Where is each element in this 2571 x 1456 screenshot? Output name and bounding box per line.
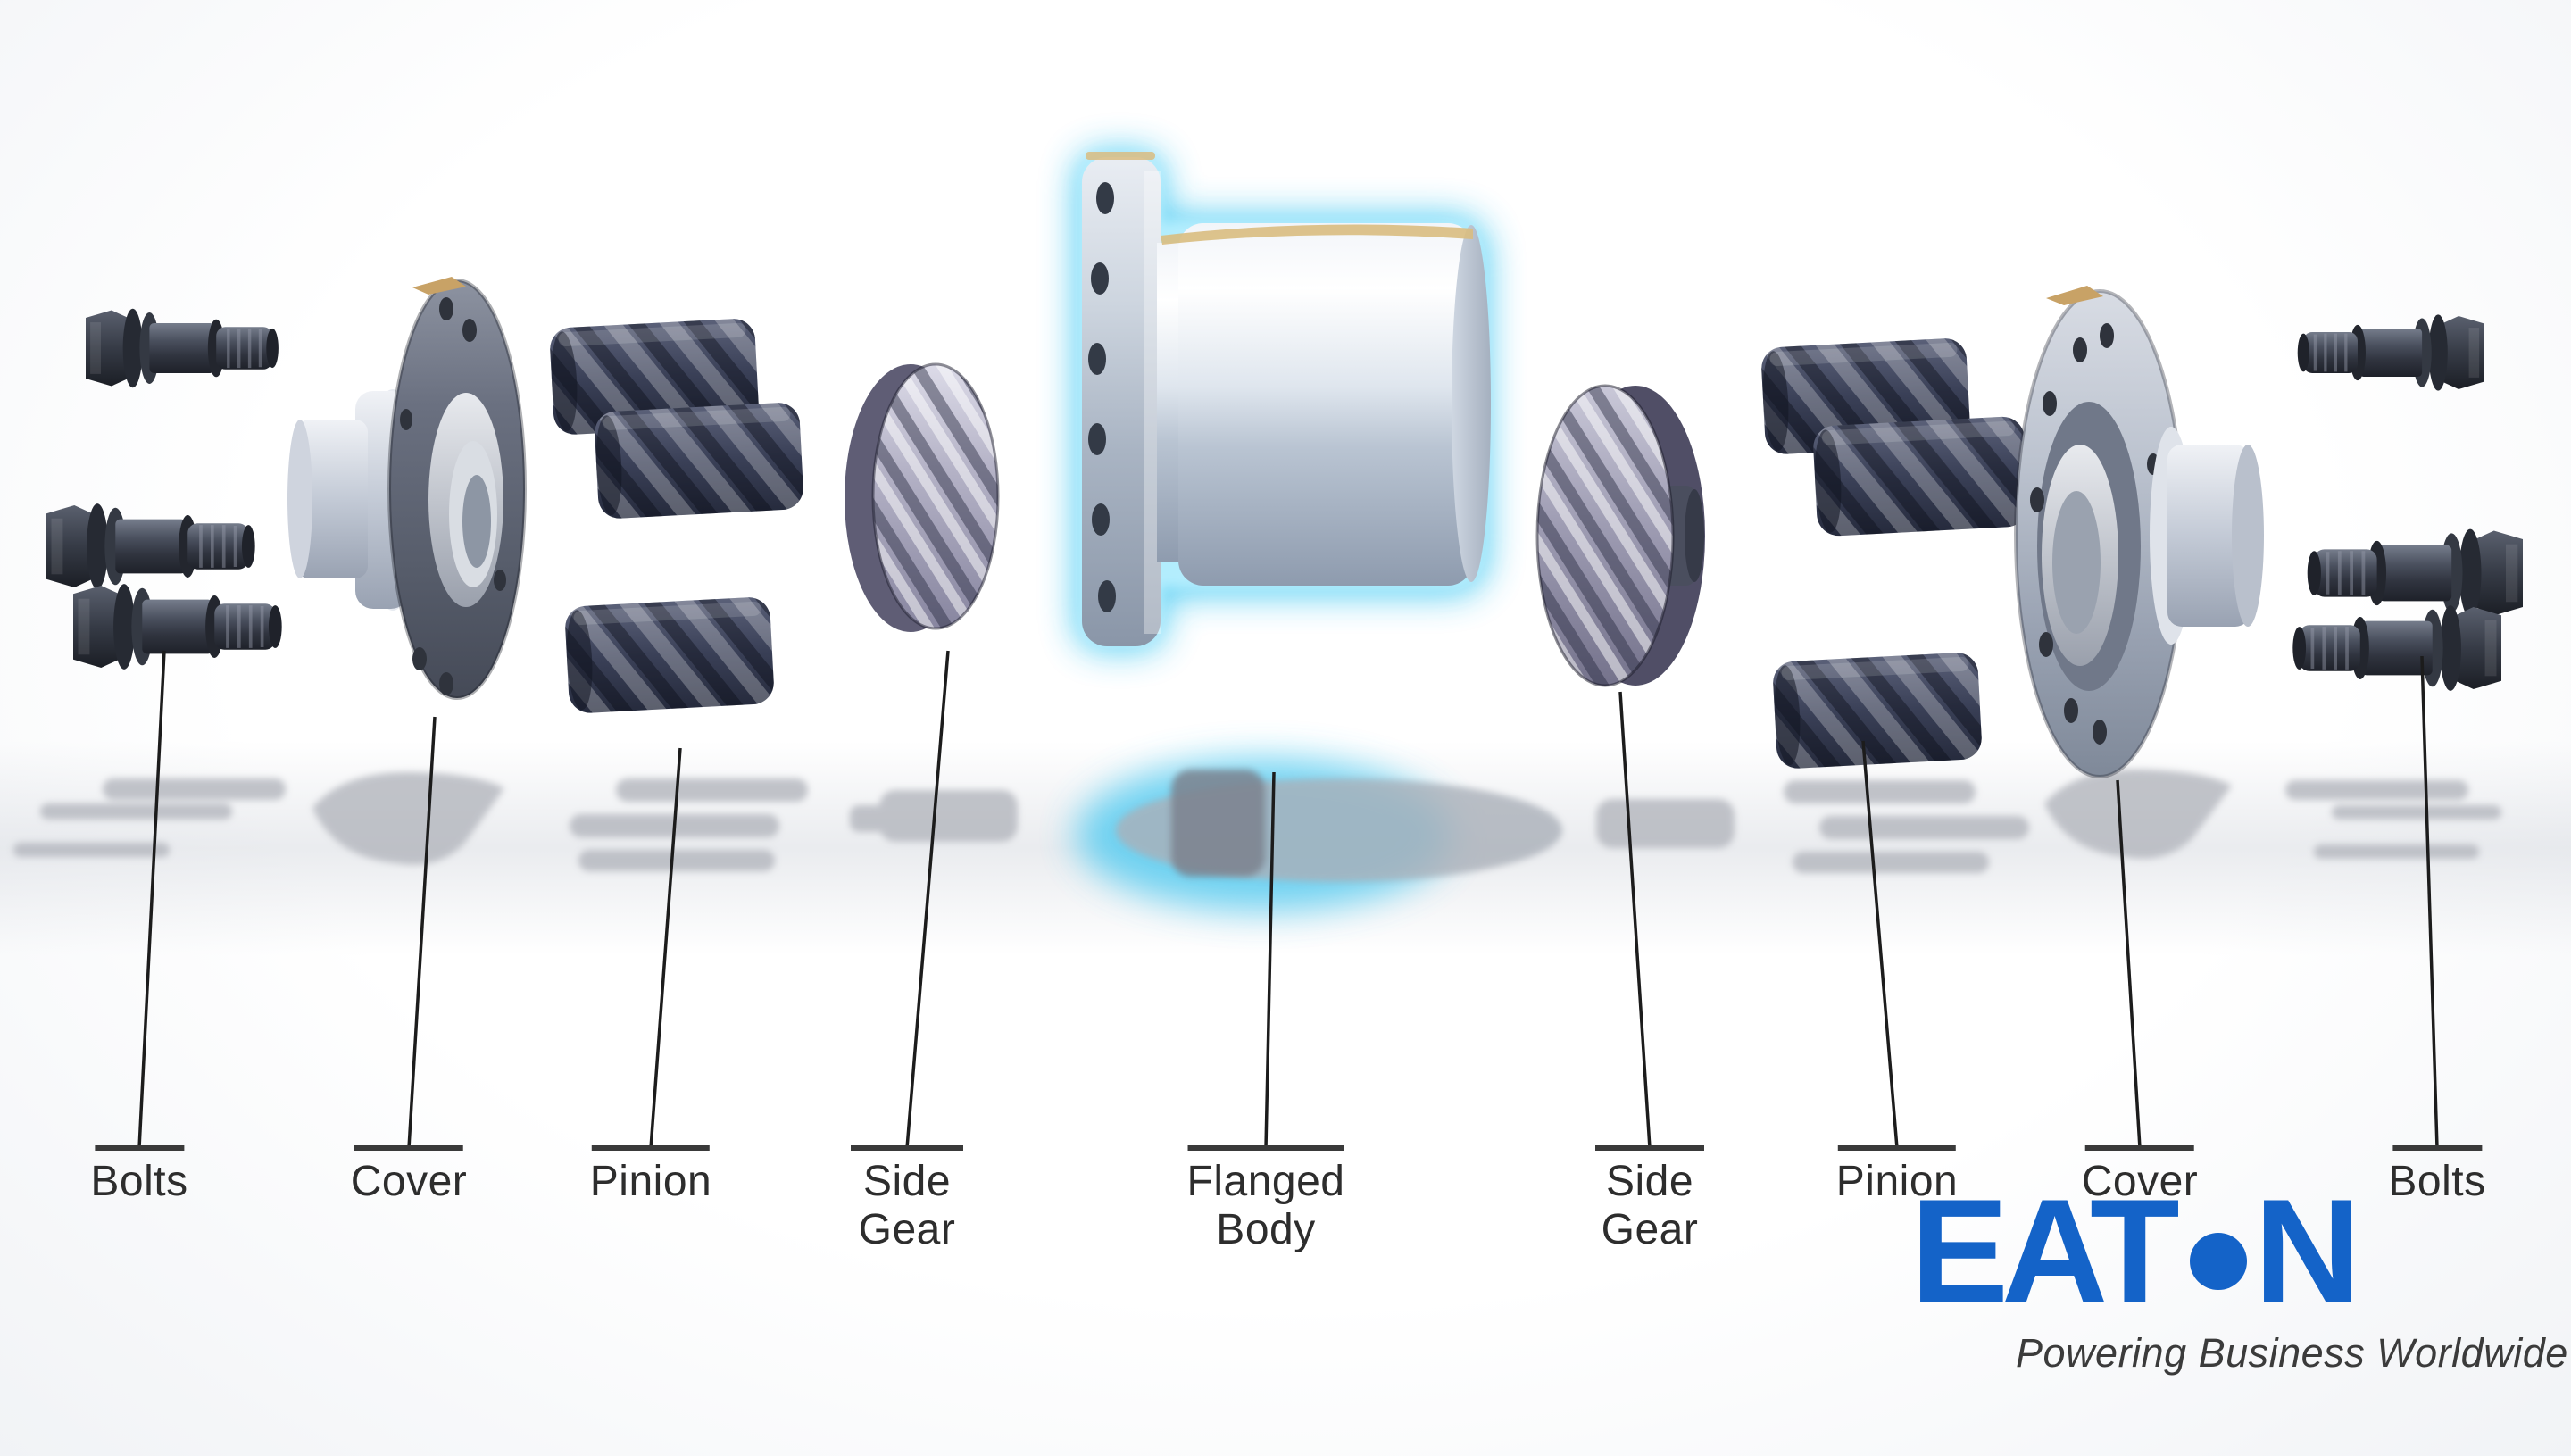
leader-line-pinion-right [1861, 740, 1899, 1149]
label-flanged-body: Flanged Body [1187, 1145, 1345, 1254]
flanged-body-illustration [1076, 152, 1491, 650]
label-bolts-left: Bolts [90, 1145, 187, 1206]
leader-line-side-gear-left [905, 650, 950, 1149]
wordmark-n: N [2254, 1177, 2360, 1319]
gold-edge-accent [1161, 224, 1473, 245]
bolt-illustration [2296, 312, 2485, 393]
cover-left-illustration [287, 277, 527, 700]
wordmark-eat: EAT [1910, 1177, 2179, 1319]
body-cylinder [1178, 223, 1473, 586]
bolt-illustration [84, 307, 280, 389]
pinion-illustration [594, 401, 804, 520]
label-overline [2392, 1145, 2482, 1151]
bolt-illustration [2305, 527, 2525, 620]
leader-line-pinion-left [649, 747, 682, 1149]
label-side-gear-left: Side Gear [851, 1145, 963, 1254]
label-cover-left: Cover [351, 1145, 468, 1206]
pinion-illustration [1772, 651, 1983, 770]
label-overline [354, 1145, 463, 1151]
pinions-right-illustration [1760, 337, 2030, 770]
pinion-illustration [1812, 415, 2030, 537]
bolt-illustration [2291, 603, 2503, 693]
label-cover-right: Cover [2082, 1145, 2199, 1206]
leader-line-cover-right [2116, 779, 2142, 1149]
floor-shadows [13, 769, 2501, 873]
leader-line-cover-left [407, 716, 437, 1149]
label-overline [95, 1145, 184, 1151]
bolts-right-illustration [2291, 312, 2525, 693]
side-gear-right-illustration [1535, 384, 1705, 687]
label-side-gear-right: Side Gear [1595, 1145, 1704, 1254]
eaton-logo: EAT N Powering Business Worldwide [1910, 1169, 2567, 1376]
cover-right-illustration [2014, 286, 2264, 778]
eaton-wordmark: EAT N [1910, 1169, 2360, 1333]
flanged-body-floor-glow [1076, 759, 1562, 911]
leader-line-bolts-right [2420, 655, 2439, 1149]
label-overline [1595, 1145, 1704, 1151]
flange-bolt-holes [1088, 182, 1116, 612]
pinions-left-illustration [549, 317, 804, 714]
gold-edge-accent [2046, 286, 2103, 305]
gold-edge-accent [1086, 152, 1155, 160]
label-overline [851, 1145, 963, 1151]
label-bolts-right: Bolts [2388, 1145, 2485, 1206]
label-overline [592, 1145, 710, 1151]
label-overline [1838, 1145, 1956, 1151]
pinion-illustration [564, 595, 775, 714]
logo-tagline: Powering Business Worldwide [2016, 1330, 2568, 1376]
side-gear-left-illustration [845, 362, 1000, 632]
label-overline [2084, 1145, 2194, 1151]
label-overline [1187, 1145, 1344, 1151]
leader-line-side-gear-right [1618, 691, 1652, 1149]
leader-lines [137, 650, 2439, 1149]
bolt-illustration [71, 582, 284, 671]
bolts-left-illustration [45, 307, 284, 671]
leader-line-flanged-body [1264, 771, 1276, 1149]
label-pinion-left: Pinion [590, 1145, 711, 1206]
label-pinion-right: Pinion [1836, 1145, 1958, 1206]
gold-edge-accent [412, 277, 466, 295]
bolt-illustration [45, 502, 257, 591]
leader-line-bolts-left [137, 650, 166, 1149]
wordmark-dot-icon [2190, 1233, 2247, 1290]
